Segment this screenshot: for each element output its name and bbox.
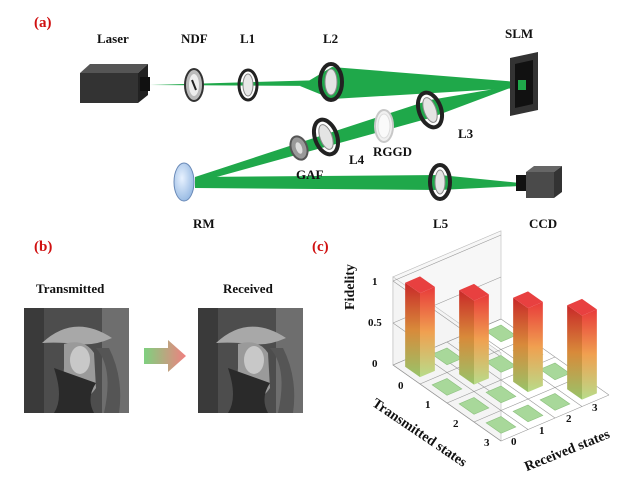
bar-t2-r2-front [528,301,543,393]
received-image [198,308,303,413]
z-tick-0: 0 [372,358,378,370]
bar-t1-r1-top [459,283,489,301]
lens-l2 [318,62,344,102]
y-tick-0: 0 [511,436,517,448]
bar-t1-r0 [431,378,463,396]
bar-t3-r3-side [567,305,582,400]
z-tick-0-5: 0.5 [368,317,382,329]
label-ndf: NDF [181,31,208,46]
beam-rm-to-ccd [195,175,520,190]
bar-t2-r2-top [513,291,543,309]
label-ccd: CCD [529,216,558,231]
bar-t3-r0 [485,416,517,434]
z-gridline-back-2 [392,234,502,282]
bar-t3-r3-front [582,309,597,400]
bar-t2-r1 [485,385,517,404]
bar-t0-r3 [485,324,517,343]
transfer-arrow [144,340,186,372]
ccd-camera [516,166,562,198]
panel-label-c: (c) [312,239,329,255]
bar-t0-r0-top [405,276,435,294]
gaf-filter [289,135,309,161]
lens-l3 [415,90,445,130]
bar-t0-r0-front [420,286,435,378]
bar-t1-r1-front [474,294,489,385]
bar-t2-r3 [539,362,571,381]
panel-label-a: (a) [34,15,52,31]
reflective-mirror [173,162,195,202]
z-axis-label: Fidelity [343,264,358,310]
bar-t3-r1 [512,404,544,423]
lens-l1 [237,68,259,102]
label-l4: L4 [349,152,365,167]
rggd-disk [374,109,394,143]
bar-t3-r3-top [567,298,597,316]
bar-t2-r2-side [513,297,528,393]
panel-label-b: (b) [34,239,53,255]
y-tick-2: 2 [566,413,572,425]
bar-t1-r1-side [459,290,474,385]
label-l2: L2 [323,31,339,46]
lens-l4 [311,117,341,157]
x-tick-1: 1 [425,399,431,411]
beam-slm-to-l3 [430,85,518,118]
y-tick-1: 1 [539,425,545,437]
beam-l3-to-rm [195,100,430,183]
x-tick-2: 2 [453,418,459,430]
floor-gridline-x-3 [473,375,583,423]
laser-device [80,64,150,103]
y-tick-3: 3 [592,402,598,414]
slm-device [510,52,538,116]
bar-t0-r0-side [405,282,420,378]
label-slm: SLM [505,26,534,41]
label-received: Received [223,281,273,296]
beam-l2-to-slm [300,67,518,99]
x-tick-0: 0 [398,380,404,392]
lens-l5 [428,163,452,201]
label-rm: RM [193,216,215,231]
label-gaf: GAF [296,167,324,182]
z-tick-1: 1 [372,276,378,288]
label-laser: Laser [97,31,129,46]
bar-t2-r0 [458,397,490,415]
ndf-filter [184,68,204,102]
transmitted-image [24,308,129,413]
label-rggd: RGGD [373,144,412,159]
label-l1: L1 [240,31,256,46]
fidelity-chart [392,230,610,442]
label-l5: L5 [433,216,449,231]
bar-t3-r2 [539,393,571,411]
label-l3: L3 [458,126,474,141]
x-tick-3: 3 [484,437,490,449]
label-transmitted: Transmitted [36,281,105,296]
floor-gridline-x-4 [500,394,610,442]
